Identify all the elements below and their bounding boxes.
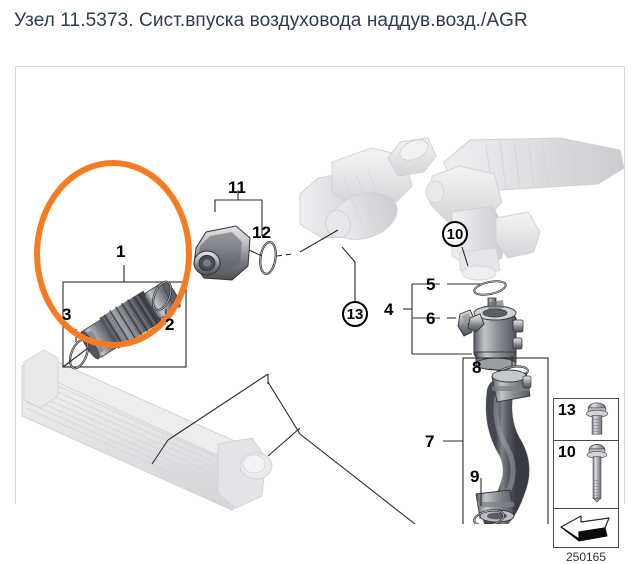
callout-2: 2 bbox=[165, 315, 175, 334]
hex-flange-bolt-long-icon bbox=[586, 444, 608, 503]
assembly-route-line-2 bbox=[267, 427, 301, 457]
assembly-line-egr bbox=[248, 229, 339, 257]
callout-12: 12 bbox=[252, 223, 271, 242]
parts-diagram-canvas bbox=[21, 137, 625, 524]
intake-manifold-ghost bbox=[425, 137, 625, 281]
group-box-7 bbox=[443, 357, 549, 524]
bracket-4 bbox=[403, 283, 484, 355]
callout-11: 11 bbox=[228, 178, 246, 197]
legend-direction-arrow bbox=[554, 509, 618, 547]
leader-line-13 bbox=[341, 246, 356, 302]
charge-air-pipe bbox=[475, 369, 532, 524]
legend-item-10-label: 10 bbox=[558, 444, 576, 461]
fastener-legend: 13 10 bbox=[553, 398, 619, 548]
frame-divider-top bbox=[15, 66, 625, 67]
direction-arrow-icon bbox=[560, 515, 610, 542]
legend-item-13-label: 13 bbox=[558, 402, 576, 419]
legend-code: 250165 bbox=[565, 550, 607, 564]
callout-6: 6 bbox=[426, 309, 436, 328]
callout-7: 7 bbox=[425, 432, 435, 451]
legend-item-10: 10 bbox=[554, 441, 618, 509]
o-ring-lower bbox=[68, 338, 90, 370]
frame-divider-left bbox=[15, 66, 16, 504]
o-ring-pipe-bottom bbox=[473, 509, 505, 524]
callout-9: 9 bbox=[470, 467, 480, 486]
callout-13-circled: 13 bbox=[342, 301, 368, 327]
callout-8: 8 bbox=[472, 358, 482, 377]
o-ring-egr bbox=[259, 241, 277, 275]
callout-1: 1 bbox=[116, 242, 126, 261]
intercooler-ghost bbox=[21, 349, 273, 511]
page-title: Узел 11.5373. Сист.впуска воздуховода на… bbox=[14, 10, 528, 31]
bracket-11 bbox=[214, 190, 263, 236]
diagram-frame: 1 2 3 4 5 6 7 8 9 11 12 10 13 13 10 bbox=[0, 66, 640, 564]
callout-3: 3 bbox=[62, 305, 72, 324]
callout-4: 4 bbox=[384, 300, 394, 319]
hex-flange-bolt-short-icon bbox=[585, 402, 609, 435]
turbocharger-ghost bbox=[299, 137, 437, 240]
egr-valve-cover bbox=[193, 225, 251, 281]
legend-item-13: 13 bbox=[554, 399, 618, 441]
leader-line-10 bbox=[461, 246, 469, 267]
assembly-route-line bbox=[151, 373, 486, 524]
frame-divider-right bbox=[624, 66, 625, 504]
throttle-body-gasket bbox=[473, 280, 507, 296]
callout-10-circled: 10 bbox=[442, 221, 468, 247]
callout-5: 5 bbox=[426, 275, 436, 294]
